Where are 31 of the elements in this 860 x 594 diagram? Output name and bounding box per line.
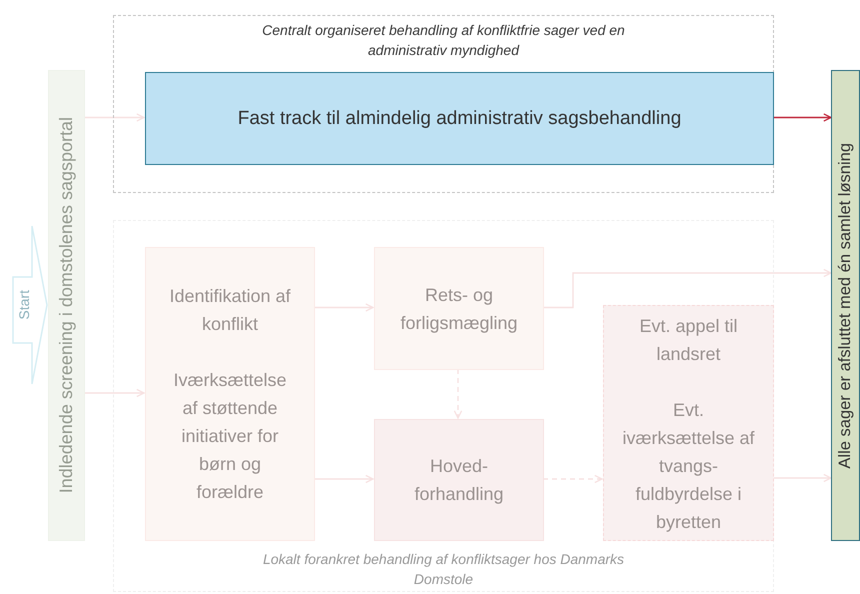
box-label: Evt. appel til landsret — [638, 315, 739, 366]
arrow — [85, 113, 145, 122]
result-bar — [831, 70, 860, 541]
arrow — [314, 303, 374, 312]
box-label: Hoved- forhandling — [413, 455, 505, 506]
arrow — [314, 474, 374, 484]
arrow — [773, 113, 832, 122]
arrow — [543, 268, 832, 308]
arrow — [454, 369, 462, 419]
dashed-group-frame — [113, 220, 774, 592]
box-label: Evt. iværksættelse af tvangs- fuldbyrdelse i byretten — [621, 399, 756, 534]
dashed-group-frame — [113, 15, 774, 193]
arrow — [543, 474, 603, 484]
process-box — [145, 247, 315, 541]
bar-label: Alle sager er afsluttet med én samlet løsning — [836, 142, 855, 468]
start-label: Start — [16, 290, 32, 320]
box-label: Identifikation af konflikt — [168, 285, 292, 336]
group-heading: Centralt organiseret behandling af konfliktfrie sager ved en administrativ myndighed — [261, 21, 626, 60]
process-box — [145, 72, 774, 165]
arrow — [773, 474, 832, 482]
box-label: Rets- og forligsmægling — [399, 284, 519, 335]
box-label: Iværksættelse af støttende initiativer for børn og forældre — [172, 369, 288, 504]
process-box — [603, 305, 774, 541]
start-block-arrow — [12, 225, 48, 385]
group-heading: Lokalt forankret behandling af konfliktsager hos Danmarks Domstole — [262, 550, 626, 589]
box-label: Fast track til almindelig administrativ sagsbehandling — [236, 106, 682, 130]
process-box — [374, 247, 544, 370]
bar-label: Indledende screening i domstolenes sagsportal — [56, 117, 77, 494]
screening-bar — [48, 70, 85, 541]
arrow — [85, 388, 145, 398]
process-box — [374, 419, 544, 541]
